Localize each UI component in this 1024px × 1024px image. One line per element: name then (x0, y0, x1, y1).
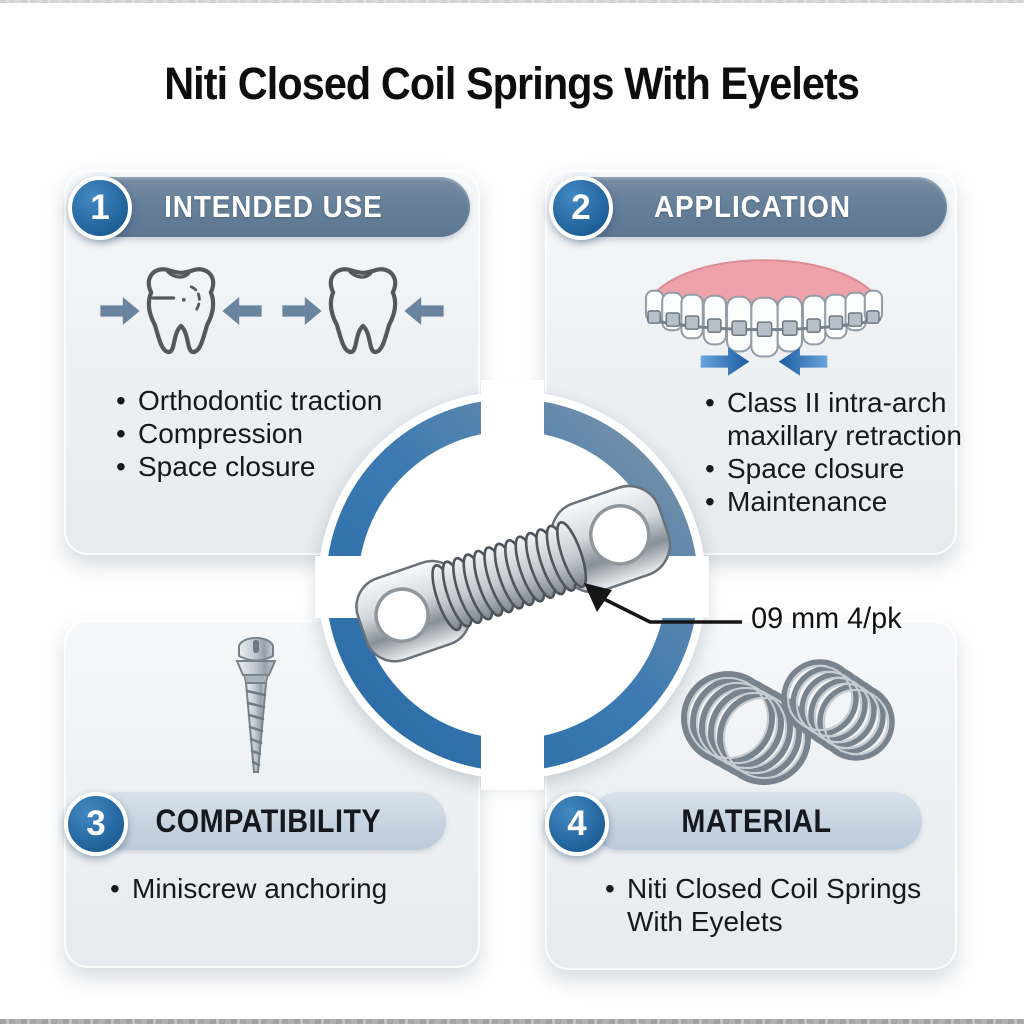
coil-springs-icon (670, 640, 900, 792)
bullet-item: Space closure (114, 450, 464, 483)
top-edge-artifact (0, 0, 1024, 3)
bullet-item: Miniscrew anchoring (108, 872, 468, 905)
panel1-header: INTENDED USE (163, 189, 383, 224)
panel3-bullet-list: Miniscrew anchoring (108, 872, 468, 905)
miniscrew-icon (224, 634, 288, 784)
bullet-item: Orthodontic traction (114, 384, 464, 417)
bullet-item: Niti Closed Coil Springs With Eyelets (603, 872, 943, 938)
bullet-item: Space closure (703, 452, 975, 485)
panel3-header-bar: COMPATIBILITY (90, 792, 446, 850)
tooth-icon (146, 267, 216, 355)
page-title-text: Niti Closed Coil Springs With Eyelets (164, 58, 861, 109)
bullet-item: Class II intra-arch maxillary retraction (703, 386, 975, 452)
arrow-right-icon (100, 297, 140, 325)
panel3-header: COMPATIBILITY (155, 802, 381, 839)
panel3-number-badge: 3 (64, 792, 128, 856)
tooth-compression-icons (64, 258, 480, 364)
panel4-header: MATERIAL (680, 802, 832, 839)
arrow-left-icon (404, 297, 444, 325)
panel-compatibility: COMPATIBILITY 3 Miniscrew anchoring (64, 620, 480, 968)
panel2-bullet-list: Class II intra-arch maxillary retraction… (703, 386, 975, 518)
panel1-header-bar: INTENDED USE (76, 177, 470, 237)
spec-label-text: 09 mm 4/pk (751, 602, 902, 635)
bottom-edge-artifact (0, 1019, 1024, 1024)
panel2-number-badge: 2 (549, 176, 613, 240)
upper-arch-braces-icon (645, 254, 883, 378)
panel4-number-badge: 4 (545, 792, 609, 856)
bullet-item: Compression (114, 417, 464, 450)
page-title: Niti Closed Coil Springs With Eyelets (0, 58, 1024, 110)
arrow-left-icon (222, 297, 262, 325)
panel-intended-use: INTENDED USE 1 (64, 170, 480, 555)
spec-label: 09 mm 4/pk (748, 602, 905, 636)
panel2-header-bar: APPLICATION (557, 177, 947, 237)
closed-coil-spring-with-eyelets-photo (355, 484, 672, 663)
tooth-icon (328, 267, 398, 355)
callout-arrow-icon (584, 583, 742, 624)
panel4-bullet-list: Niti Closed Coil Springs With Eyelets (603, 872, 943, 938)
panel2-header: APPLICATION (653, 189, 851, 224)
panel2-number: 2 (571, 188, 591, 227)
panel4-number: 4 (567, 804, 587, 843)
panel1-number-badge: 1 (68, 176, 132, 240)
panel3-number: 3 (86, 804, 106, 843)
panel1-number: 1 (90, 188, 110, 227)
bullet-item: Maintenance (703, 485, 975, 518)
arrow-right-icon (282, 297, 322, 325)
panel1-bullet-list: Orthodontic traction Compression Space c… (114, 384, 464, 483)
panel4-header-bar: MATERIAL (590, 792, 922, 850)
